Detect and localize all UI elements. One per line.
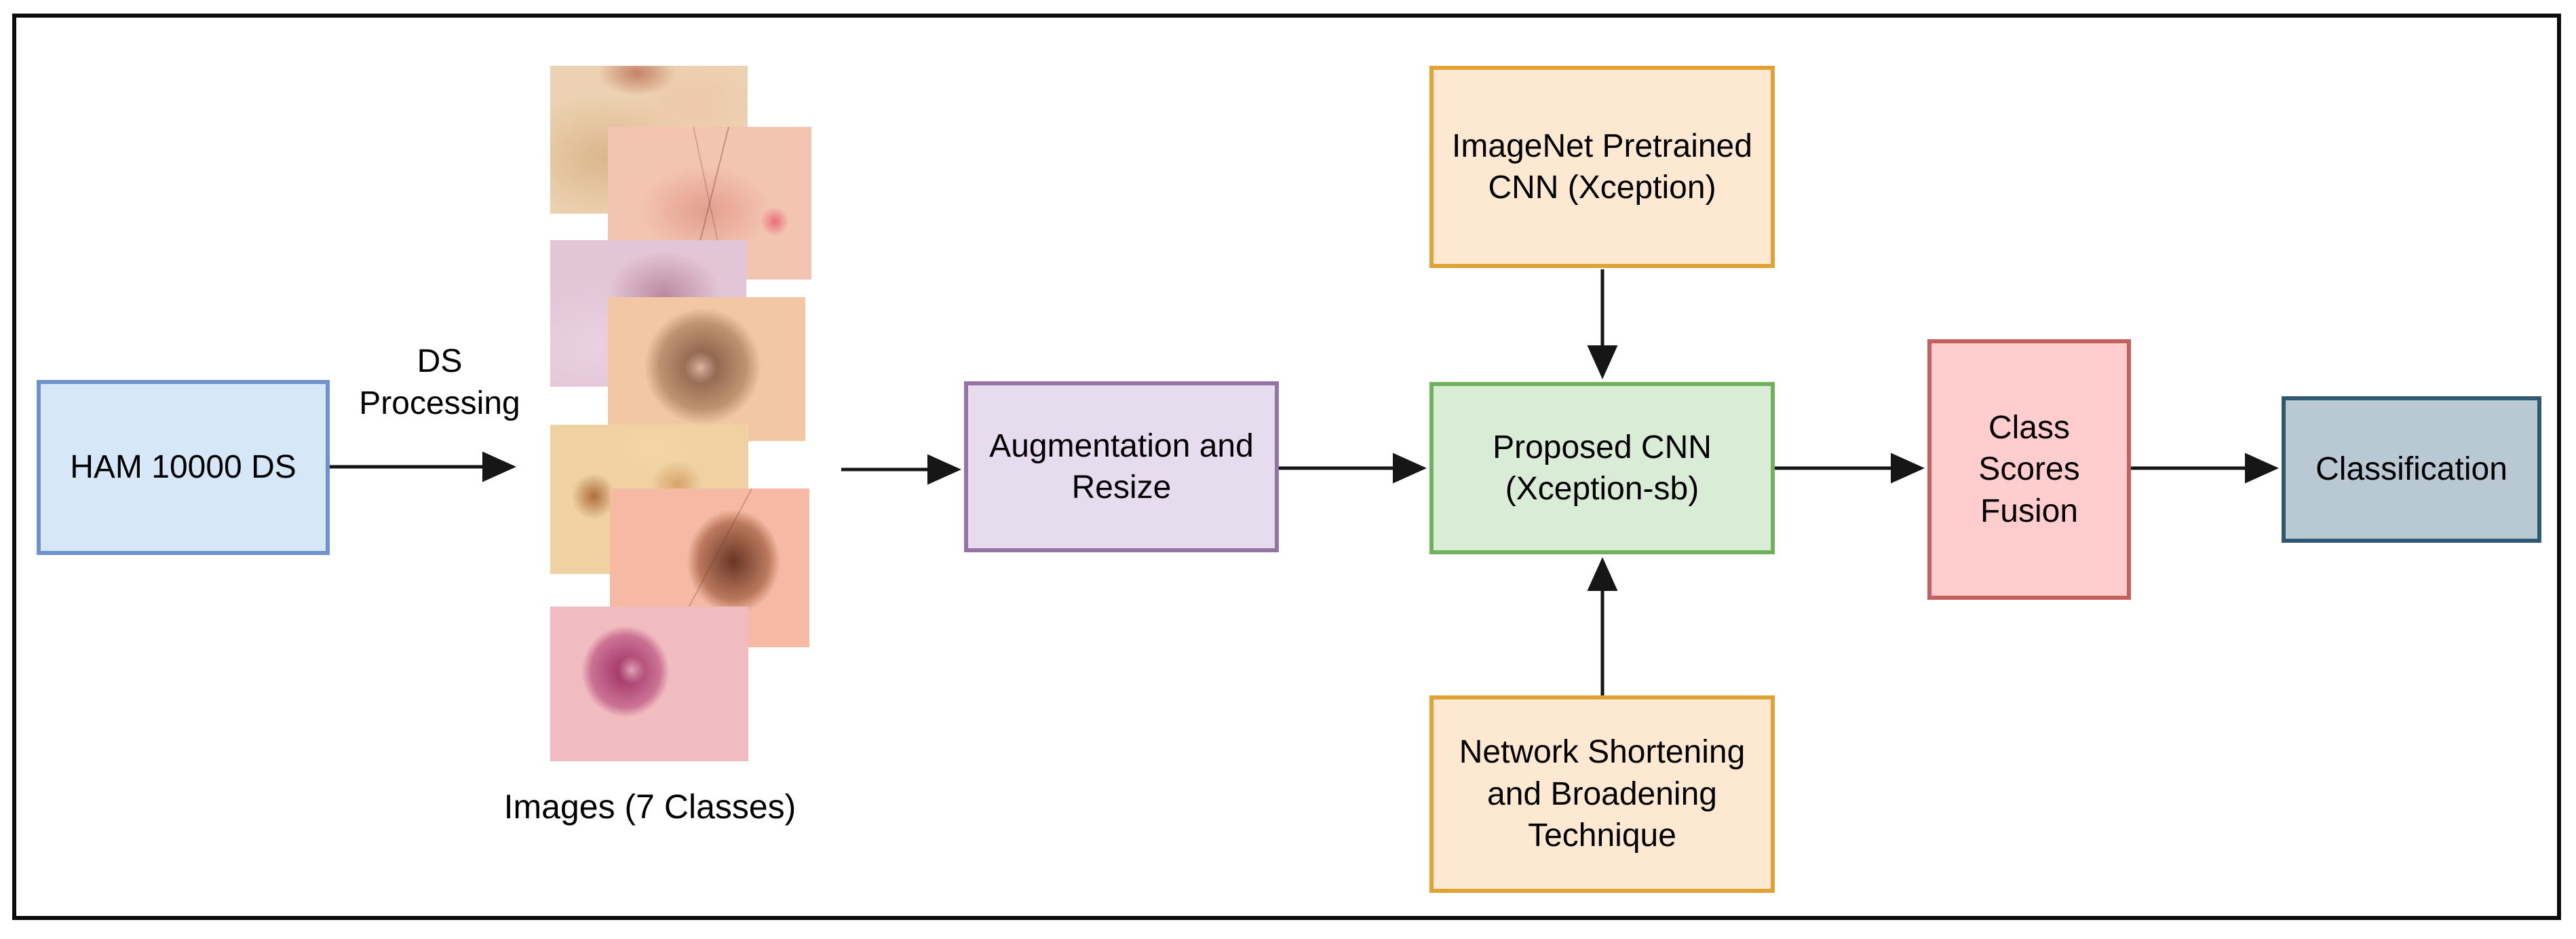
node-class-scores-fusion: Class Scores Fusion [1927, 339, 2131, 600]
node-classification: Classification [2282, 396, 2541, 543]
ds-processing-label: DS Processing [359, 343, 520, 422]
node-proposed-cnn: Proposed CNN (Xception-sb) [1429, 382, 1775, 554]
node-imagenet-pretrained-cnn: ImageNet Pretrained CNN (Xception) [1429, 66, 1775, 268]
dermoscopy-image-4 [608, 297, 805, 441]
node-augmentation-resize: Augmentation and Resize [964, 381, 1279, 552]
node-network-shortening-broadening: Network Shortening and Broadening Techni… [1429, 695, 1775, 893]
images-caption: Images (7 Classes) [503, 788, 796, 826]
dermoscopy-image-7 [550, 607, 748, 761]
node-ham10000-dataset: HAM 10000 DS [37, 380, 330, 555]
diagram-border [12, 14, 2561, 920]
